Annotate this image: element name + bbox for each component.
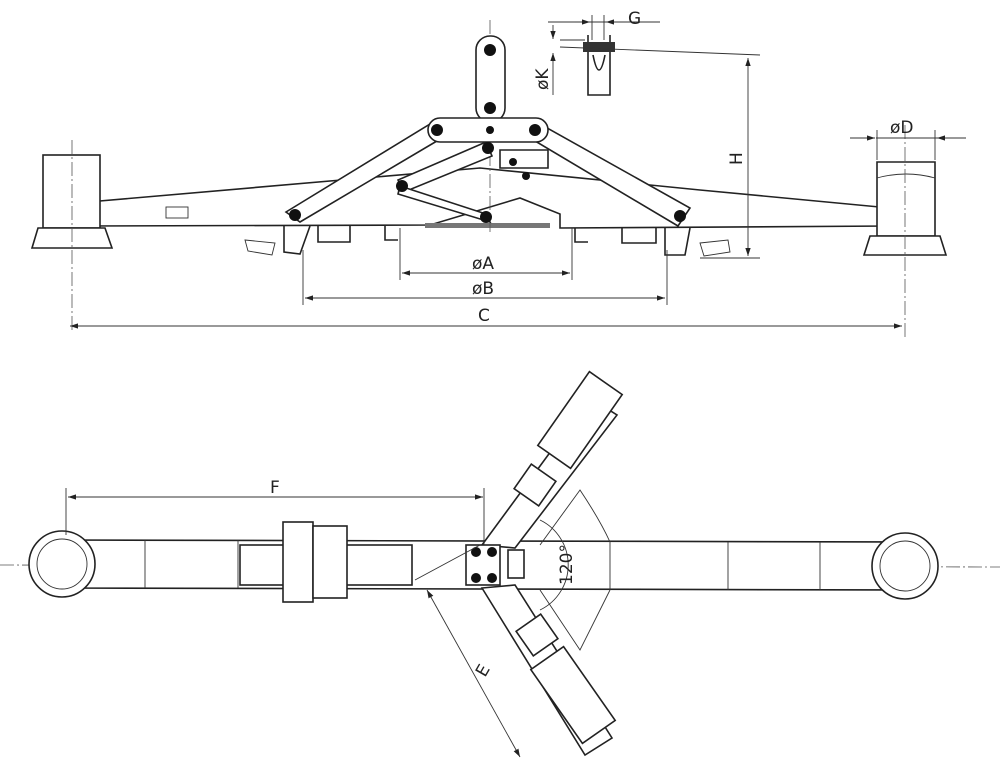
right-end-ring [871, 532, 939, 600]
inner-link [397, 184, 492, 224]
label-D: øD [890, 118, 914, 138]
beam-lugs [283, 225, 691, 256]
pin [484, 102, 496, 114]
label-H: H [727, 152, 747, 165]
beam-plate [425, 223, 550, 228]
dim-E [426, 589, 521, 758]
pin-detail [548, 15, 761, 96]
label-B: øB [472, 279, 494, 299]
label-A: øA [472, 254, 494, 274]
angle-arc [539, 519, 569, 611]
label-K: øK [533, 68, 553, 90]
swing-pads [244, 239, 731, 257]
label-C: C [478, 306, 490, 326]
left-end-ring [28, 530, 96, 598]
elevation-view [30, 15, 966, 340]
label-G: G [628, 9, 641, 29]
pin [484, 44, 496, 56]
beam-slot [165, 206, 189, 219]
label-F: F [270, 478, 280, 498]
plan-view [0, 370, 1000, 758]
label-angle: 120° [557, 544, 577, 585]
latch-block [499, 149, 549, 169]
